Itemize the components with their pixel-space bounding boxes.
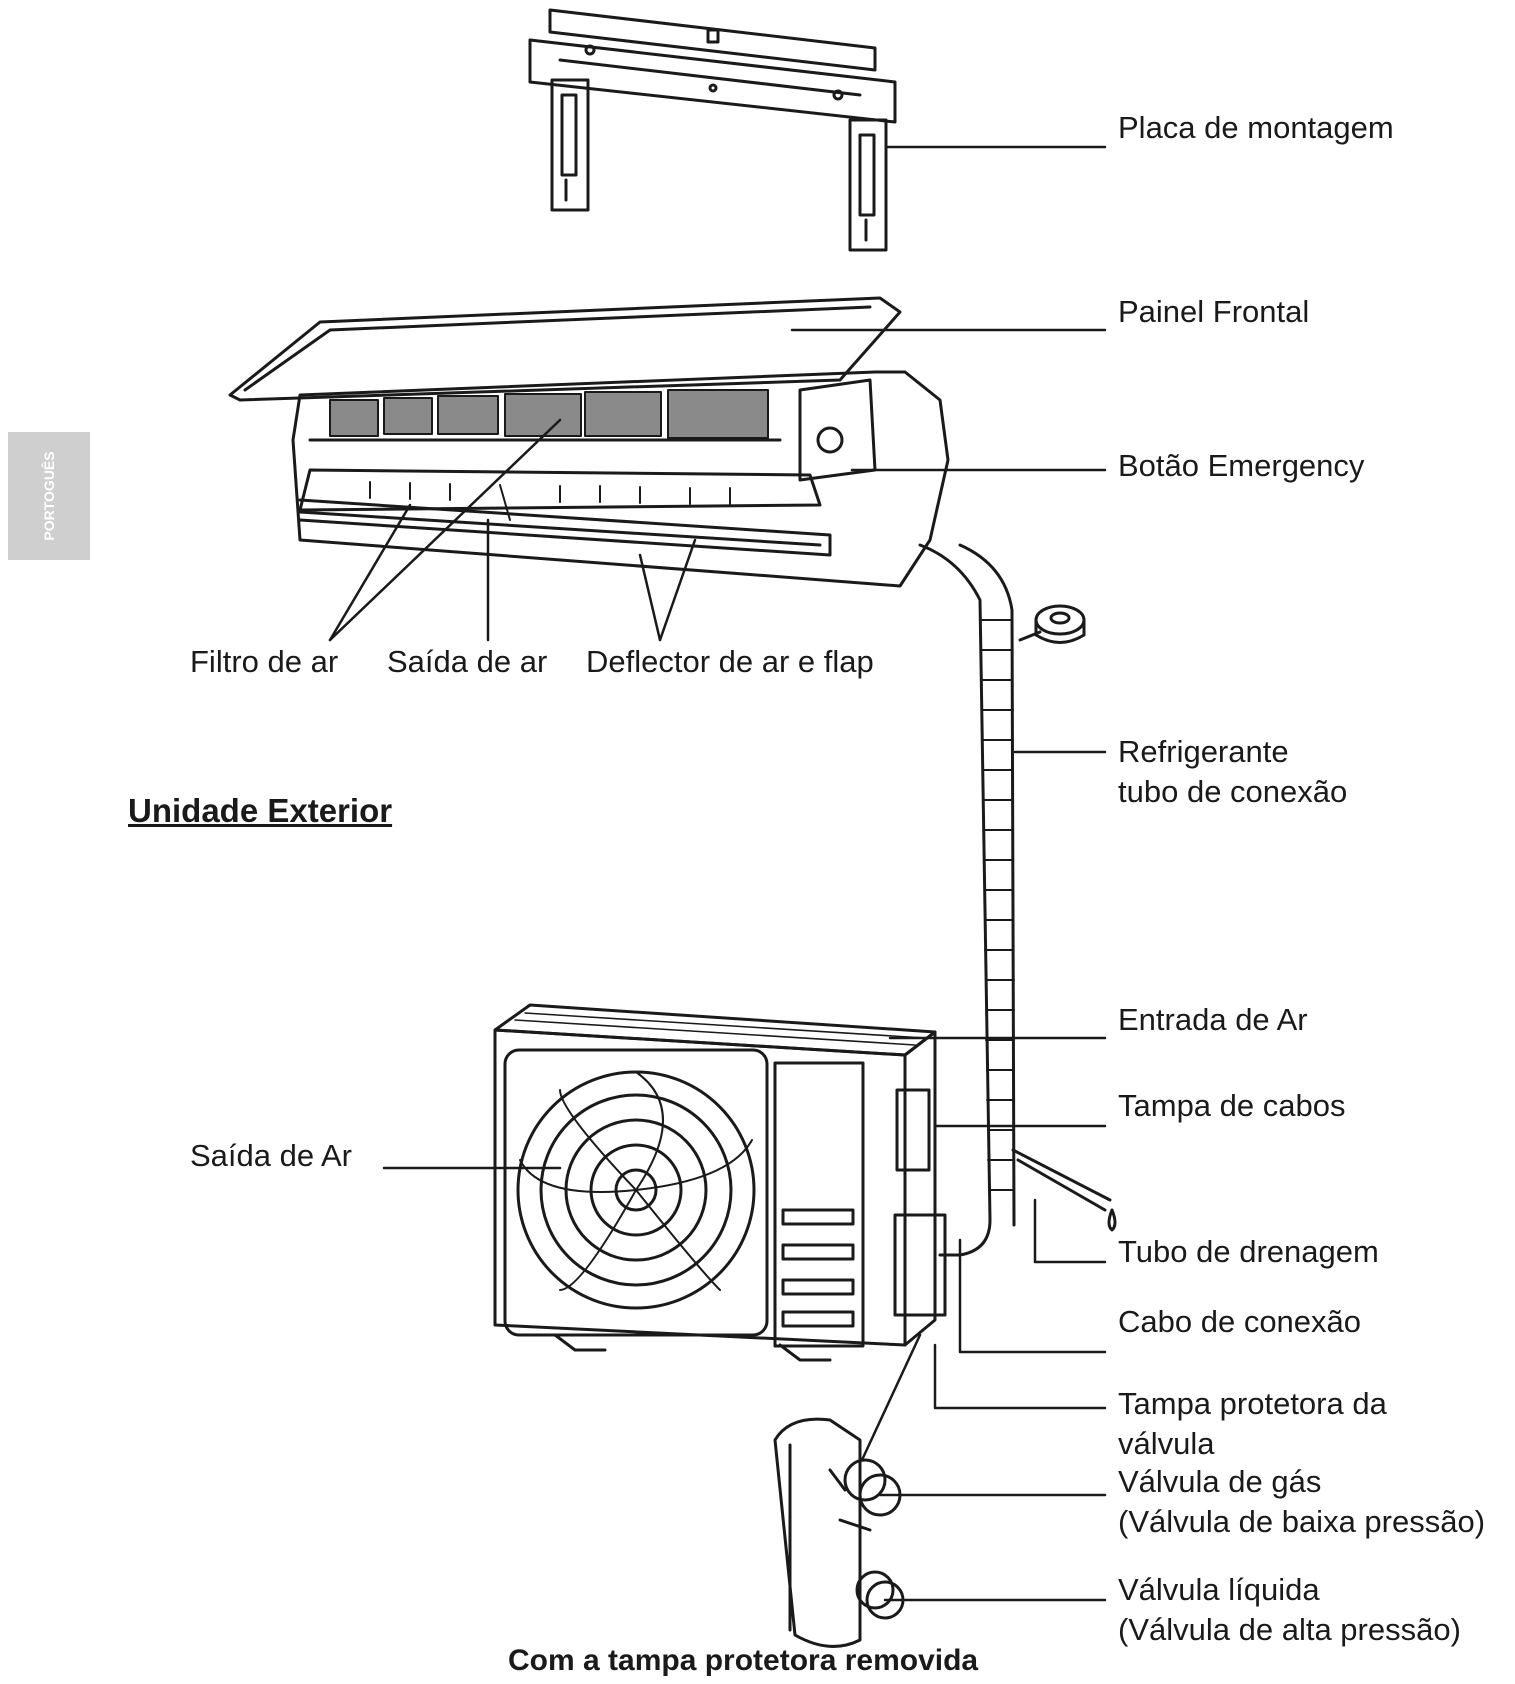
label-liquid-valve-line1: Válvula líquida (1118, 1572, 1320, 1607)
label-drain-pipe: Tubo de drenagem (1118, 1234, 1379, 1269)
leader-lines (328, 145, 1107, 1602)
language-side-tab: PORTOGUÊS (8, 432, 90, 560)
bottom-caption: Com a tampa protetora removida (508, 1644, 979, 1677)
label-valve-cover-line2: válvula (1118, 1426, 1215, 1461)
outdoor-unit-drawing (493, 1003, 1117, 1362)
section-heading-outdoor: Unidade Exterior (128, 792, 393, 829)
label-air-outlet-indoor: Saída de ar (387, 644, 548, 679)
label-valve-cover-line1: Tampa protetora da (1118, 1386, 1387, 1421)
mounting-plate-drawing (528, 8, 897, 252)
indoor-unit-drawing (228, 296, 950, 588)
label-deflector: Deflector de ar e flap (586, 644, 874, 679)
refrigerant-pipe-drawing (918, 543, 1086, 1257)
label-refrigerant-line1: Refrigerante (1118, 734, 1289, 769)
label-air-inlet: Entrada de Ar (1118, 1002, 1308, 1037)
label-air-outlet-outdoor: Saída de Ar (190, 1138, 353, 1173)
label-emergency-button: Botão Emergency (1118, 448, 1365, 483)
label-gas-valve-line2: (Válvula de baixa pressão) (1118, 1504, 1486, 1539)
label-liquid-valve-line2: (Válvula de alta pressão) (1118, 1612, 1461, 1647)
label-mounting-plate: Placa de montagem (1118, 110, 1394, 145)
label-air-filter: Filtro de ar (190, 644, 339, 679)
label-front-panel: Painel Frontal (1118, 294, 1310, 329)
label-gas-valve-line1: Válvula de gás (1118, 1464, 1322, 1499)
label-cable-cover: Tampa de cabos (1118, 1088, 1346, 1123)
label-connection-cable: Cabo de conexão (1118, 1304, 1362, 1339)
language-side-tab-text: PORTOGUÊS (41, 451, 57, 541)
valves-drawing (773, 1417, 905, 1648)
label-refrigerant-line2: tubo de conexão (1118, 774, 1348, 809)
